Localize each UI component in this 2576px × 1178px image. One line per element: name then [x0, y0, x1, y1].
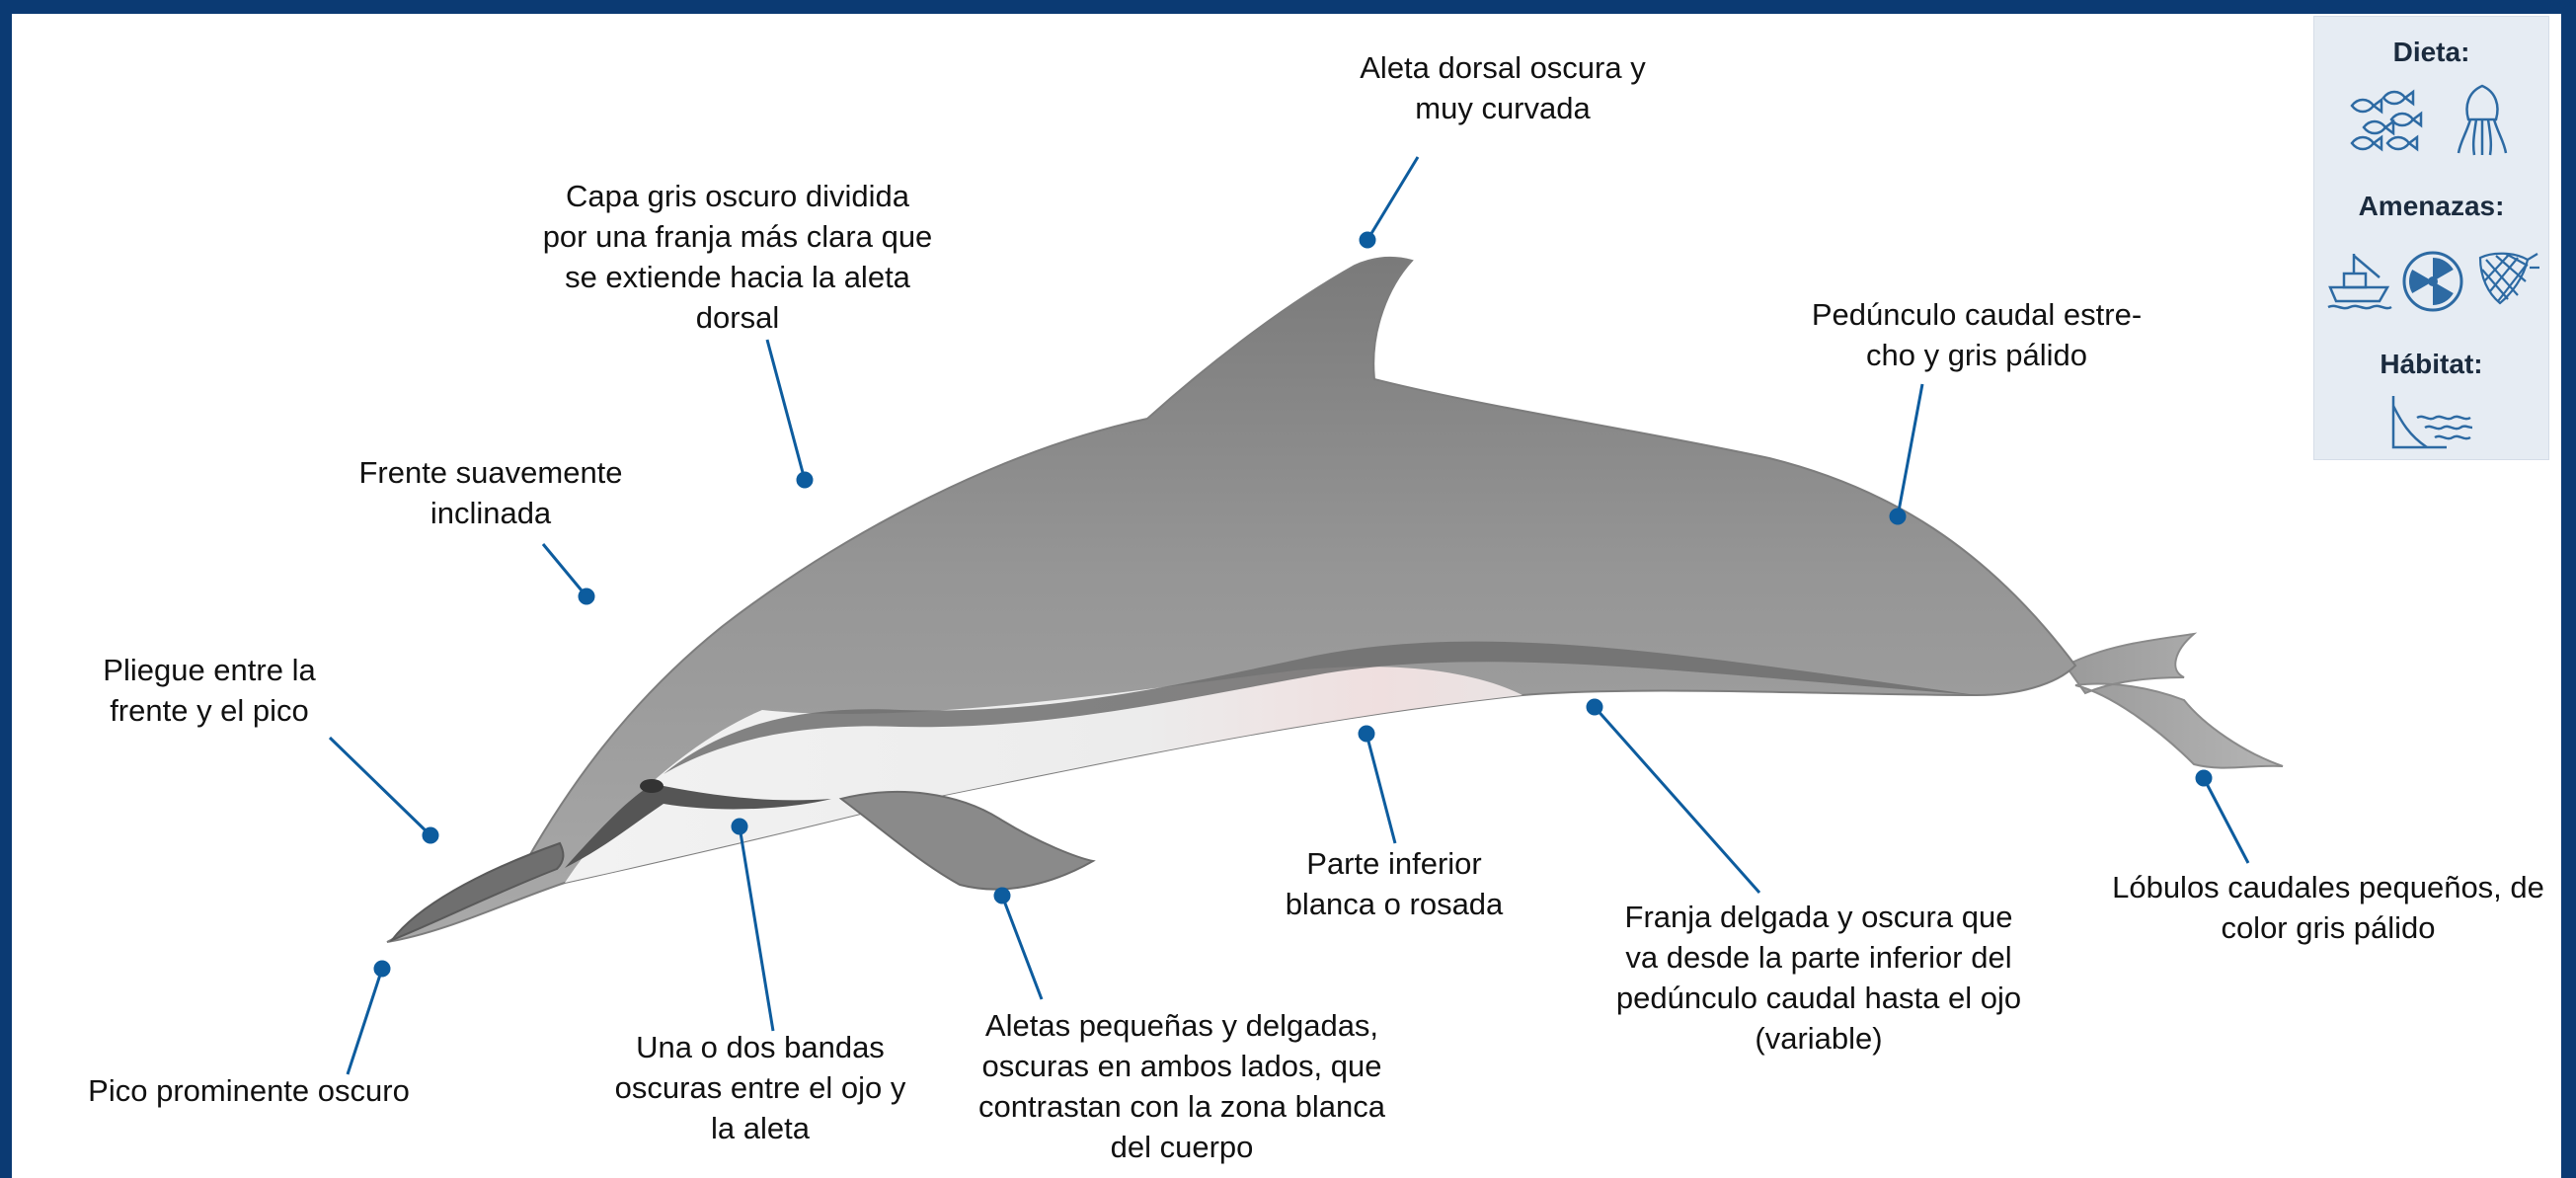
radiation-icon	[2401, 250, 2464, 313]
leader-beak	[348, 969, 382, 1074]
leader-dot-underside	[1360, 727, 1373, 741]
leader-dot-dorsal-fin	[1361, 233, 1374, 247]
leader-dot-stripe	[1588, 700, 1601, 714]
fish-school-icon	[2344, 86, 2423, 155]
habitat-title: Hábitat:	[2314, 349, 2548, 380]
leader-dorsal-fin	[1367, 157, 1418, 240]
leader-dot-crease	[424, 828, 437, 842]
diet-title: Dieta:	[2314, 37, 2548, 68]
leader-forehead	[543, 544, 586, 596]
leader-dot-peduncle	[1891, 510, 1905, 523]
leader-flukes	[2204, 778, 2248, 863]
leader-cape	[767, 340, 805, 480]
leader-lines	[12, 14, 2561, 1178]
leader-dot-beak	[375, 962, 389, 976]
label-flippers: Aletas pequeñas y delgadas,oscuras en am…	[945, 1005, 1419, 1167]
leader-dot-flukes	[2197, 771, 2211, 785]
leader-dot-cape	[798, 473, 812, 487]
leader-dot-flippers	[995, 889, 1009, 903]
leader-dot-bands	[733, 820, 746, 833]
leader-flippers	[1002, 896, 1042, 999]
leader-underside	[1366, 734, 1395, 843]
legend-panel: Dieta: Amenazas:	[2313, 16, 2549, 460]
leader-crease	[330, 738, 430, 835]
leader-peduncle	[1898, 384, 1922, 516]
threats-title: Amenazas:	[2314, 191, 2548, 222]
leader-dot-forehead	[580, 589, 593, 603]
leader-bands	[740, 826, 773, 1031]
fishing-boat-icon	[2324, 248, 2393, 313]
leader-stripe	[1595, 707, 1759, 893]
label-peduncle: Pedúnculo caudal estre-cho y gris pálido	[1740, 294, 2214, 375]
fishing-net-icon	[2472, 248, 2541, 313]
label-beak: Pico prominente oscuro	[51, 1070, 446, 1111]
squid-icon	[2453, 82, 2512, 157]
continental-slope-icon	[2387, 392, 2476, 453]
